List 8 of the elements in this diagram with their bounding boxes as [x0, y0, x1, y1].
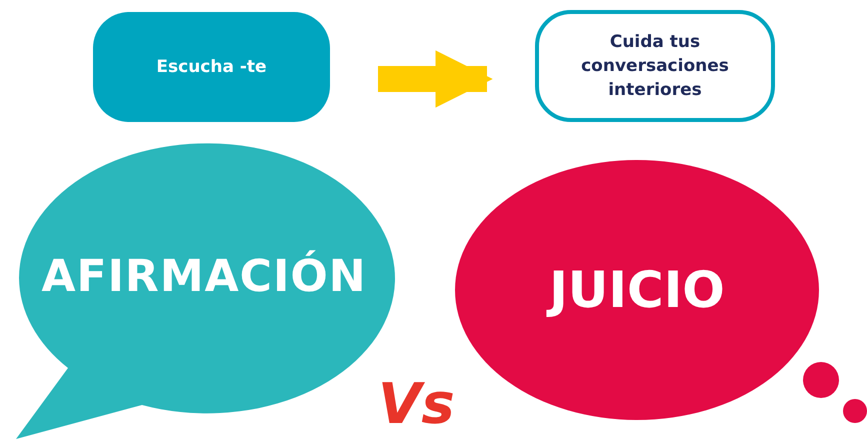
box-label: Cuida tus conversaciones interiores [580, 31, 730, 102]
rounded-box [535, 10, 775, 122]
bubble-text: AFIRMACIÓN [40, 251, 368, 302]
block-arrow [378, 50, 493, 108]
rounded-box [93, 12, 330, 122]
box-label: Escucha -te [156, 57, 267, 77]
bubble-text: JUICIO [455, 261, 819, 319]
versus-label: Vs [378, 372, 455, 438]
